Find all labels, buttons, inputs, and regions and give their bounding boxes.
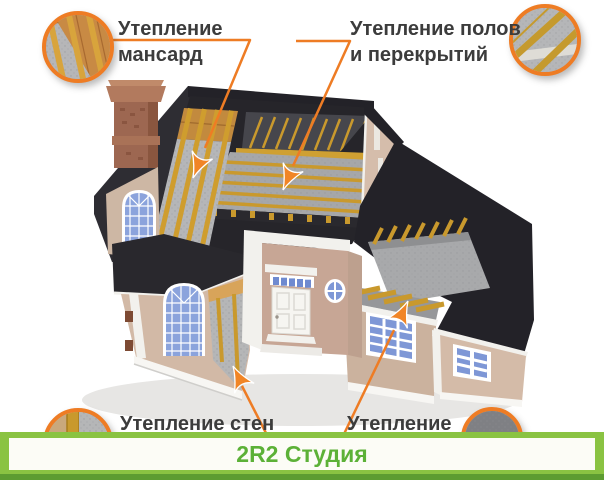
label-mansard-insulation: Утепление мансард (118, 16, 223, 68)
footer-banner-text: 2R2 Студия (236, 440, 368, 467)
footer-banner: 2R2 Студия (0, 432, 604, 480)
label-line: мансард (118, 44, 203, 66)
callout-lines (112, 38, 396, 438)
label-line: Утепление стен (120, 413, 275, 435)
oval-window (324, 279, 346, 303)
inset-mansard-detail-icon (42, 11, 114, 83)
entry-door (242, 230, 362, 358)
label-walls-insulation: Утепление стен (120, 411, 274, 437)
label-line: Утепление (118, 18, 223, 40)
footer-banner-bottom-strip (0, 474, 604, 480)
chimney (106, 80, 166, 168)
label-line: Утепление полов (350, 18, 521, 40)
label-floors-insulation: Утепление полов и перекрытий (350, 16, 521, 68)
front-arched-window (163, 283, 205, 356)
label-line: и перекрытий (350, 44, 489, 66)
footer-banner-inner: 2R2 Студия (9, 438, 595, 470)
label-bottom-right-insulation: Утепление (347, 411, 452, 437)
inset-floor-detail-icon (509, 4, 581, 76)
label-line: Утепление (347, 413, 452, 435)
callout-arrows (191, 150, 409, 394)
